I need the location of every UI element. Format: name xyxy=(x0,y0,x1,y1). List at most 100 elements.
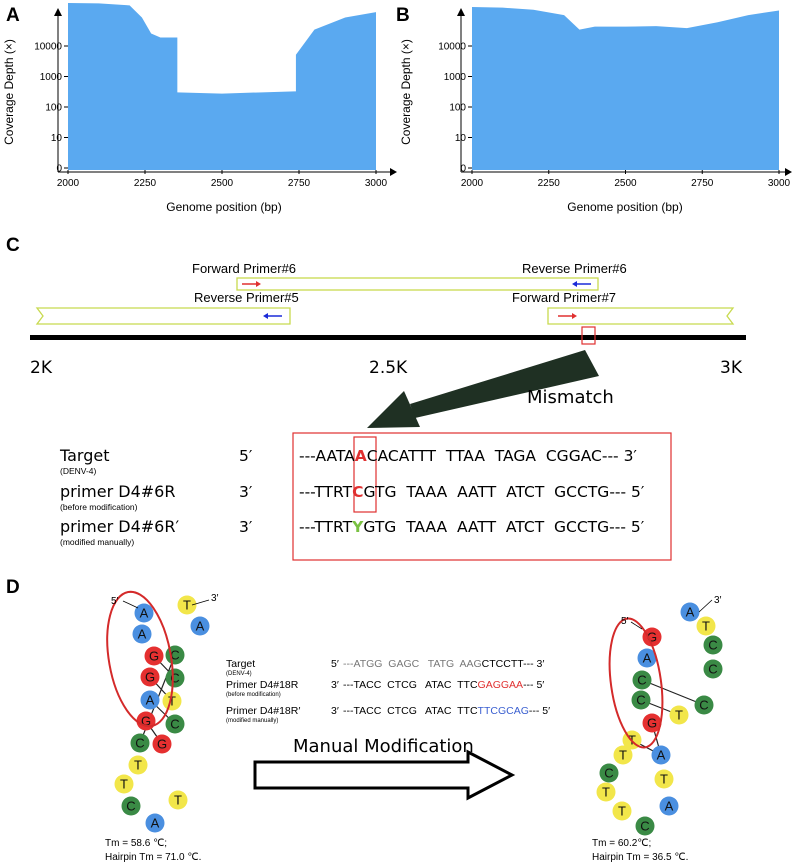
nucleotide-letter: T xyxy=(174,793,182,808)
nucleotide-G xyxy=(140,667,160,687)
nucleotide-A xyxy=(145,813,165,833)
nucleotide-C xyxy=(635,816,655,836)
wobble-base: Y xyxy=(351,518,364,536)
nucleotide-letter: C xyxy=(170,648,179,663)
reverse-primer-5-label: Reverse Primer#5 xyxy=(194,290,299,305)
nucleotide-C xyxy=(703,635,723,655)
nucleotide-C xyxy=(121,796,141,816)
nucleotide-A xyxy=(132,624,152,644)
nucleotide-letter: G xyxy=(141,714,151,729)
nucleotide-letter: T xyxy=(702,619,710,634)
nucleotide-T xyxy=(669,705,689,725)
nucleotide-letter: G xyxy=(647,716,657,731)
y-tick-label: 0 xyxy=(460,164,466,175)
nucleotide-T xyxy=(613,745,633,765)
mismatch-column-box xyxy=(353,436,377,513)
right-hairpin-tm: Hairpin Tm = 36.5 ℃. xyxy=(592,852,688,863)
nucleotide-letter: A xyxy=(686,605,695,620)
nucleotide-G xyxy=(642,713,662,733)
nucleotide-G xyxy=(152,734,172,754)
target-sequence: ---AATAACACATTT TTAA TAGA CGGAC--- 3′ xyxy=(299,447,637,465)
target-sublabel: (DENV-4) xyxy=(60,466,97,476)
y-tick-label: 10 xyxy=(51,133,63,144)
d-target-sequence: ---ATGG GAGC TATG AAGCTCCTT--- 3′ xyxy=(343,658,544,670)
x-tick-label: 2250 xyxy=(538,178,561,189)
x-axis-arrow-a xyxy=(390,168,397,176)
nucleotide-C xyxy=(599,763,619,783)
x-tick-label: 2250 xyxy=(134,178,157,189)
y-tick-label: 10000 xyxy=(438,42,466,53)
d-target-label: Target xyxy=(226,658,255,670)
manual-modification-label: Manual Modification xyxy=(293,736,474,757)
nucleotide-letter: C xyxy=(126,799,135,814)
primer-d4-6r-prime-sublabel: (modified manually) xyxy=(60,537,134,547)
x-axis-label-b: Genome position (bp) xyxy=(567,200,682,214)
nucleotide-letter: T xyxy=(660,772,668,787)
d-primer-after-label: Primer D4#18R′ xyxy=(226,705,300,717)
mismatch-marker xyxy=(581,326,596,345)
d-target-sublabel: (DENV-4) xyxy=(226,671,252,677)
primer-d4-6r-prime-3-end: 3′ xyxy=(239,518,253,536)
y-tick-label: 100 xyxy=(45,103,62,114)
right-3-prime-leader xyxy=(698,599,713,613)
nucleotide-letter: A xyxy=(657,748,666,763)
x-tick-label: 2000 xyxy=(461,178,484,189)
nucleotide-letter: G xyxy=(145,670,155,685)
nucleotide-letter: T xyxy=(134,758,142,773)
primer-d4-6r-sequence: ---TTRTCGTG TAAA AATT ATCT GCCTG--- 5′ xyxy=(299,483,645,501)
nucleotide-A xyxy=(651,745,671,765)
nucleotide-A xyxy=(140,690,160,710)
x-tick-label: 2750 xyxy=(288,178,311,189)
nucleotide-T xyxy=(128,755,148,775)
left-tm: Tm = 58.6 ℃; xyxy=(105,838,167,849)
nucleotide-T xyxy=(612,801,632,821)
nucleotide-C xyxy=(703,659,723,679)
axis-3k-label: 3K xyxy=(720,358,743,378)
coverage-area-a xyxy=(68,2,376,171)
d-target-5-end: 5′ xyxy=(331,658,339,670)
nucleotide-T xyxy=(596,782,616,802)
y-tick-label: 100 xyxy=(449,103,466,114)
left-5-prime-leader xyxy=(122,600,139,609)
genome-axis xyxy=(30,335,746,340)
nucleotide-letter: T xyxy=(183,598,191,613)
left-3-prime-leader xyxy=(191,599,210,606)
amplicon-7-box xyxy=(547,307,735,325)
d-primer-before-sublabel: (before modification) xyxy=(226,692,281,698)
nucleotide-letter: C xyxy=(604,766,613,781)
nucleotide-G xyxy=(144,646,164,666)
forward-primer-7-label: Forward Primer#7 xyxy=(512,290,616,305)
nucleotide-letter: C xyxy=(170,717,179,732)
left-5-prime: 5′ xyxy=(111,596,119,607)
forward-primer-6-label: Forward Primer#6 xyxy=(192,261,296,276)
nucleotide-letter: A xyxy=(146,693,155,708)
nucleotide-letter: A xyxy=(665,799,674,814)
nucleotide-letter: C xyxy=(708,662,717,677)
nucleotide-T xyxy=(177,595,197,615)
panel-d-alignment: Target (DENV-4) 5′ ---ATGG GAGC TATG AAG… xyxy=(226,658,550,724)
y-tick-label: 10 xyxy=(455,133,467,144)
left-hairpin-tm: Hairpin Tm = 71.0 ℃. xyxy=(105,852,201,863)
amplicon-6-box xyxy=(236,277,599,291)
nucleotide-T xyxy=(114,774,134,794)
nucleotide-C xyxy=(694,695,714,715)
x-tick-label: 2750 xyxy=(691,178,714,189)
d-primer-after-3-end: 3′ xyxy=(331,705,339,717)
x-axis-label-a: Genome position (bp) xyxy=(166,200,281,214)
forward-arrow-6 xyxy=(242,281,261,287)
nucleotide-letter: T xyxy=(602,785,610,800)
y-axis-arrow-b xyxy=(457,8,465,16)
nucleotide-letter: A xyxy=(643,651,652,666)
reverse-arrow-5 xyxy=(263,313,282,319)
mismatch-arrow xyxy=(367,350,599,428)
alignment-box xyxy=(292,432,672,561)
right-5-prime: 5′ xyxy=(621,616,629,627)
primer-mismatch-base: C xyxy=(352,483,363,501)
nucleotide-C xyxy=(165,714,185,734)
x-tick-label: 3000 xyxy=(768,178,791,189)
